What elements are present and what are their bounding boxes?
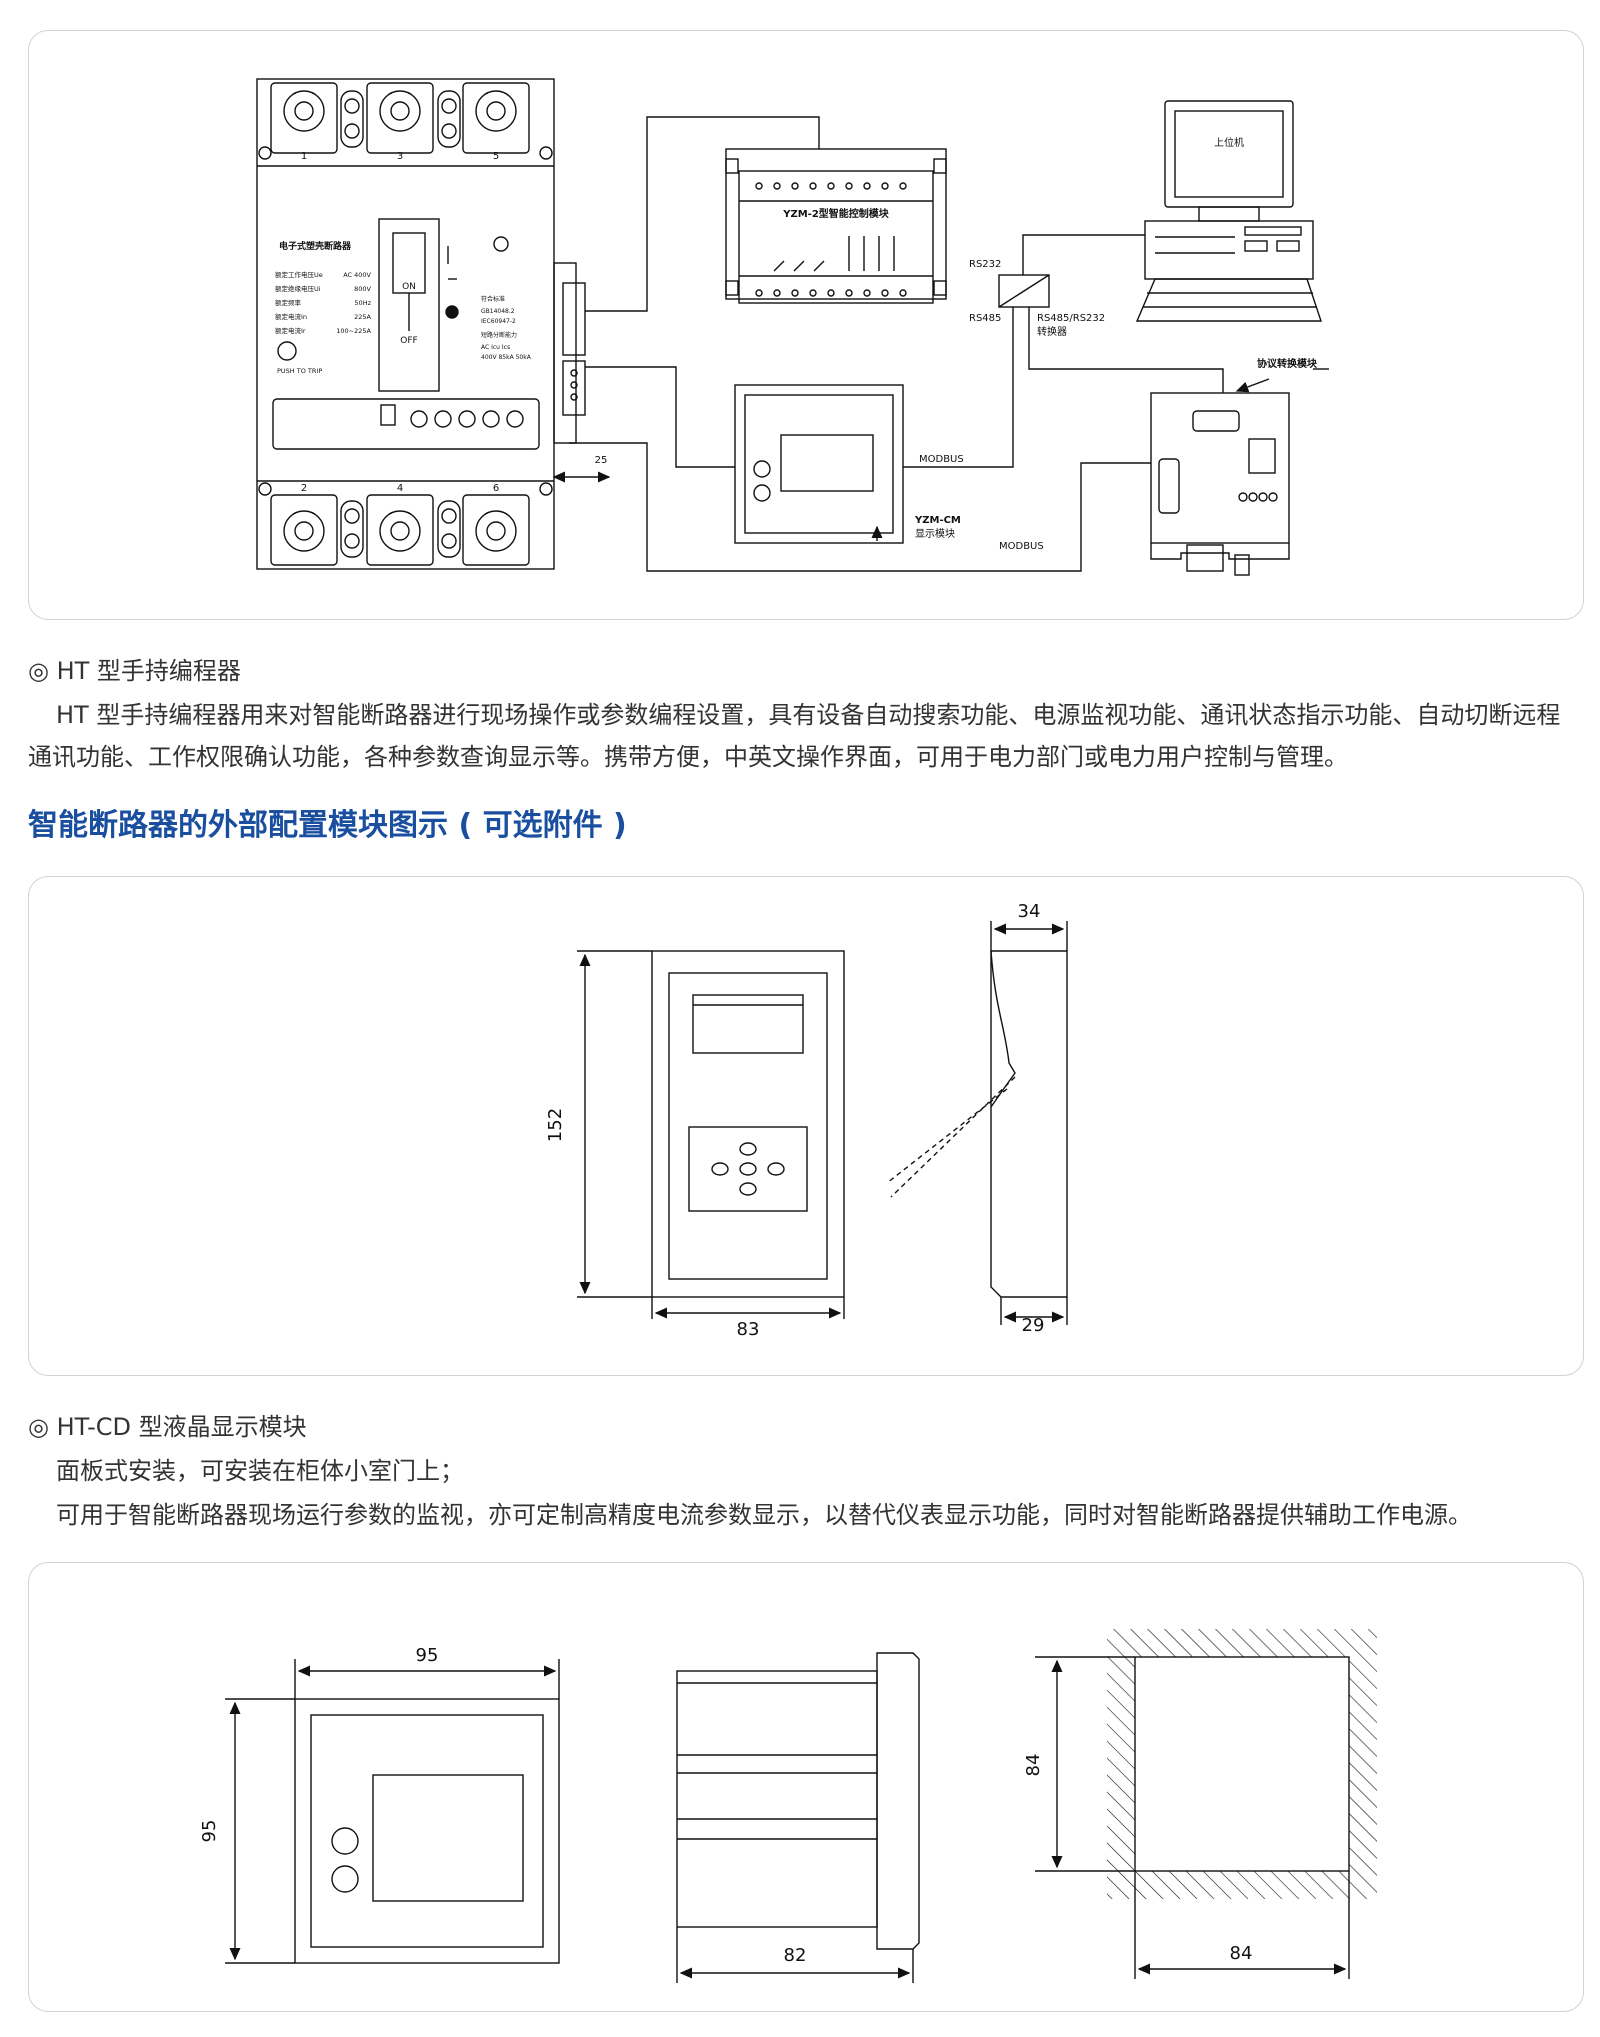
dimension-width: 83	[737, 1319, 760, 1340]
key-left	[711, 1162, 729, 1176]
htcd-line-1: 面板式安装，可安装在柜体小室门上；	[56, 1457, 464, 1485]
terminal-label-3: 3	[397, 151, 403, 162]
push-to-trip-label: PUSH TO TRIP	[277, 367, 322, 375]
serial-connector	[562, 360, 586, 416]
svg-text:225A: 225A	[354, 313, 371, 321]
trip-unit-strip	[272, 398, 540, 450]
operating-handle	[378, 218, 440, 392]
programmer-side-view	[990, 950, 1068, 1298]
wire-breaker-to-display	[585, 366, 735, 468]
breaking-row-2: 400V 85kA 50kA	[481, 354, 532, 361]
ht-description: HT 型手持编程器用来对智能断路器进行现场操作或参数编程设置，具有设备自动搜索功…	[28, 701, 1561, 771]
svg-text:额定电流Ir: 额定电流Ir	[275, 326, 306, 335]
terminal-label-4: 4	[397, 483, 403, 494]
yzm-cm-display-module	[734, 384, 904, 544]
dimension-25: 25	[595, 455, 608, 466]
module-label: YZM-2型智能控制模块	[782, 207, 890, 220]
svg-text:100~225A: 100~225A	[336, 327, 371, 335]
svg-text:800V: 800V	[354, 285, 371, 293]
svg-text:额定绝缘电压Ui: 额定绝缘电压Ui	[275, 284, 321, 293]
breaking-title: 短路分断能力	[481, 331, 517, 339]
dimension-depth-bottom: 29	[1022, 1315, 1045, 1336]
lcd-button-1	[331, 1827, 359, 1855]
modbus-label-1: MODBUS	[919, 454, 964, 465]
lcd-screen	[372, 1774, 524, 1902]
display-label-1: YZM-CM	[914, 515, 961, 526]
side-depth-label: 82	[784, 1945, 807, 1966]
protocol-conversion-module	[1150, 392, 1290, 576]
on-label: ON	[402, 282, 416, 292]
wire-modbus-to-converter	[903, 307, 1014, 468]
key-center	[739, 1162, 757, 1176]
dimension-height: 152	[545, 1108, 566, 1142]
module-terminals-bottom	[755, 289, 907, 297]
key-right	[767, 1162, 785, 1176]
svg-text:额定频率: 额定频率	[275, 298, 302, 307]
ht-heading: ◎ HT 型手持编程器	[28, 657, 241, 685]
standard-title: 符合标准	[481, 295, 505, 303]
wire-display-modbus	[569, 442, 1151, 572]
rs485-rs232-converter	[998, 274, 1050, 308]
terminal-label-1: 1	[301, 151, 307, 162]
handheld-programmer-drawing: 152 83 34 29	[545, 901, 1068, 1340]
wiring-diagram-card: 1 3 5 2 4 6 电子式塑壳断路器 额定工作电压Ue AC 400V 额定绝…	[28, 30, 1584, 620]
lcd-side-view	[676, 1670, 878, 1928]
host-computer	[1135, 100, 1322, 322]
svg-text:AC 400V: AC 400V	[343, 271, 371, 279]
module-terminals-top	[755, 182, 907, 190]
lcd-display-module-card: 95 95 82 84 84	[28, 1562, 1584, 2012]
top-terminals	[258, 82, 553, 160]
protocol-label: 协议转换模块	[1257, 357, 1318, 370]
panel-cutout	[1134, 1656, 1350, 1872]
dimension-depth-top: 34	[1018, 901, 1041, 922]
wire-breaker-to-module	[585, 116, 820, 312]
host-label: 上位机	[1214, 136, 1244, 149]
yzm2-control-module	[725, 148, 947, 300]
section-title: 智能断路器的外部配置模块图示 ( 可选附件 )	[28, 808, 627, 843]
programmer-front-view	[651, 950, 845, 1298]
front-width-label: 95	[416, 1645, 439, 1666]
key-up	[739, 1142, 757, 1156]
display-label-2: 显示模块	[915, 528, 955, 540]
lcd-button-2	[331, 1865, 359, 1893]
wiring-diagram: 1 3 5 2 4 6 电子式塑壳断路器 额定工作电压Ue AC 400V 额定绝…	[256, 78, 1329, 576]
svg-text:额定工作电压Ue: 额定工作电压Ue	[275, 270, 323, 279]
cutout-height-label: 84	[1023, 1754, 1044, 1777]
rs485-label: RS485	[969, 313, 1001, 324]
svg-text:额定电流In: 额定电流In	[275, 312, 307, 321]
lcd-front-view	[294, 1698, 560, 1964]
wire-converter-to-protocol	[1028, 307, 1224, 393]
modbus-label-2: MODBUS	[999, 541, 1044, 552]
lcd-display-module-drawing: 95 95 82 84 84	[199, 1629, 1377, 1983]
terminal-label-2: 2	[301, 483, 307, 494]
rs232-label: RS232	[969, 259, 1001, 270]
keypad	[688, 1126, 808, 1212]
terminal-block	[562, 282, 586, 356]
terminal-label-5: 5	[493, 151, 499, 162]
standard-line-1: GB14048.2	[481, 308, 515, 315]
cutout-width-label: 84	[1230, 1943, 1253, 1964]
wire-converter-to-host	[1022, 234, 1145, 275]
converter-label-2: 转换器	[1037, 325, 1067, 338]
breaking-row-1: AC Icu Ics	[481, 344, 510, 351]
htcd-line-2: 可用于智能断路器现场运行参数的监视，亦可定制高精度电流参数显示，以替代仪表显示功…	[56, 1501, 1472, 1529]
svg-text:50Hz: 50Hz	[354, 299, 371, 307]
terminal-label-6: 6	[493, 483, 499, 494]
converter-label-1: RS485/RS232	[1037, 313, 1105, 324]
breaker-specs: 额定工作电压Ue AC 400V 额定绝缘电压Ui 800V 额定频率 50Hz 额定…	[275, 270, 372, 335]
htcd-heading: ◎ HT-CD 型液晶显示模块	[28, 1413, 307, 1441]
handheld-programmer-card: 152 83 34 29	[28, 876, 1584, 1376]
breaker-label: 电子式塑壳断路器	[279, 240, 352, 252]
standard-line-2: IEC60947-2	[481, 318, 516, 325]
key-down	[739, 1182, 757, 1196]
off-label: OFF	[400, 336, 417, 346]
front-height-label: 95	[199, 1820, 220, 1843]
bottom-terminals	[258, 482, 553, 566]
